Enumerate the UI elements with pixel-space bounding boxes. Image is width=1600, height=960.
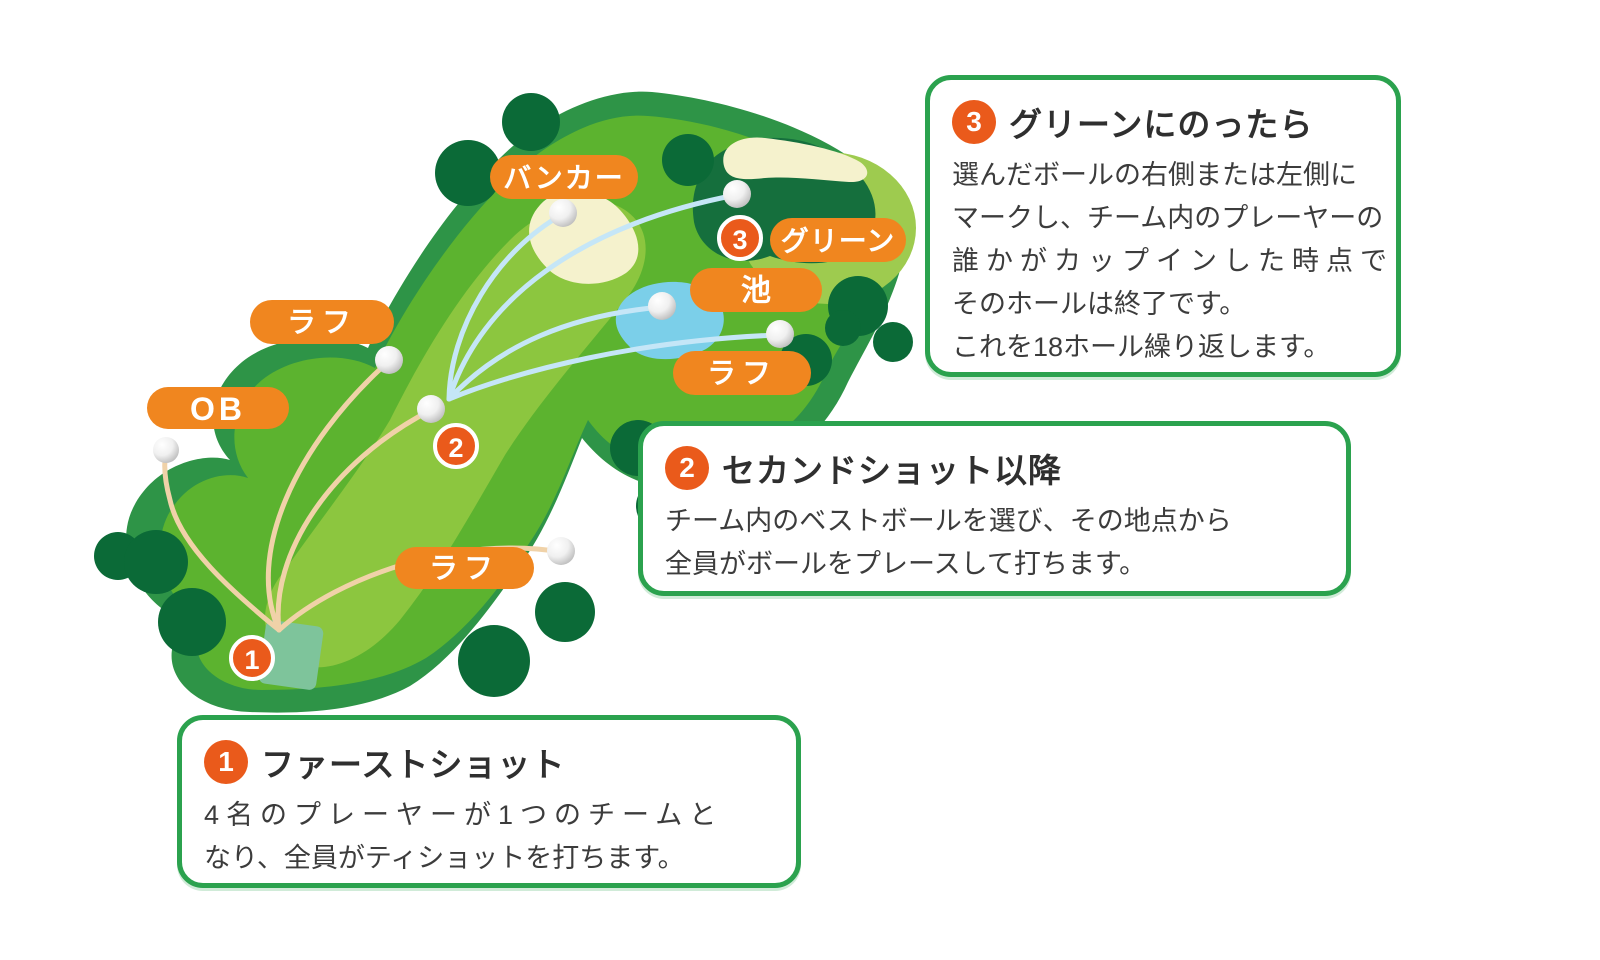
body-line: 選んだボールの右側または左側に xyxy=(952,160,1357,190)
marker-step-2: 2 xyxy=(433,423,479,469)
second-shot-trajectories xyxy=(446,192,782,402)
tree-icon xyxy=(662,134,714,186)
label-green-text: グリーン xyxy=(781,226,896,257)
tee-box xyxy=(258,620,324,690)
tree-icon xyxy=(502,93,560,151)
info-box-step-1: 1 ファーストショット 4名のプレーヤーが1つのチームと なり、全員がティショッ… xyxy=(177,715,801,888)
info-box-3-header: 3 グリーンにのったら xyxy=(952,98,1374,146)
info-box-2-body: チーム内のベストボールを選び、その地点から 全員がボールをプレースして打ちます。 xyxy=(665,500,1324,586)
info-box-2-title: セカンドショット以降 xyxy=(722,452,1062,489)
body-line: 誰かがカップインした時点で xyxy=(952,246,1394,276)
marker-step-3: 3 xyxy=(717,215,763,261)
shot-line-pond xyxy=(446,304,665,402)
label-rough-left: ラフ xyxy=(250,300,394,344)
shot-line-rough-right xyxy=(446,332,782,402)
marker-step-3-number: 3 xyxy=(732,225,747,255)
step-1-badge: 1 xyxy=(204,740,248,784)
ball-rough-left xyxy=(375,346,403,374)
info-box-1-header: 1 ファーストショット xyxy=(204,738,774,786)
label-rough-bottom: ラフ xyxy=(395,547,534,589)
ball-ob xyxy=(153,437,179,463)
info-box-1-body: 4名のプレーヤーが1つのチームと なり、全員がティショットを打ちます。 xyxy=(204,794,774,880)
shot-line-rough-left xyxy=(265,358,392,633)
label-green: グリーン xyxy=(770,218,906,262)
golf-balls xyxy=(153,180,794,565)
label-pond-text: 池 xyxy=(741,275,771,308)
label-rough-bottom-text: ラフ xyxy=(429,553,499,585)
tree-icon xyxy=(458,625,530,697)
tree-icon xyxy=(535,582,595,642)
ball-rough-bottom xyxy=(547,537,575,565)
step-3-badge: 3 xyxy=(952,100,996,144)
tree-icon xyxy=(825,310,861,346)
trees xyxy=(94,93,913,697)
ball-pond xyxy=(648,292,676,320)
marker-step-1-number: 1 xyxy=(244,645,259,675)
ball-green xyxy=(723,180,751,208)
ball-point2 xyxy=(417,395,445,423)
info-box-2-header: 2 セカンドショット以降 xyxy=(665,444,1324,492)
label-rough-left-text: ラフ xyxy=(287,307,357,339)
tree-icon xyxy=(158,588,226,656)
label-bunker-text: バンカー xyxy=(503,163,624,194)
label-bunker: バンカー xyxy=(490,155,638,199)
label-ob: OB xyxy=(147,387,289,429)
bunker-top xyxy=(723,137,868,183)
shot-line-green xyxy=(446,192,739,402)
body-line: 全員がボールをプレースして打ちます。 xyxy=(665,549,1147,579)
shot-line-ob xyxy=(162,449,282,633)
info-box-1-title: ファーストショット xyxy=(261,746,566,783)
info-box-3-body: 選んだボールの右側または左側に マークし、チーム内のプレーヤーの 誰かがカップイ… xyxy=(952,154,1394,369)
info-box-3-title: グリーンにのったら xyxy=(1009,106,1314,143)
tree-icon xyxy=(873,322,913,362)
label-rough-right: ラフ xyxy=(673,351,811,395)
ball-bunker xyxy=(549,199,577,227)
body-line: そのホールは終了です。 xyxy=(952,289,1247,319)
body-line: これを18ホール繰り返します。 xyxy=(952,332,1331,362)
info-box-step-2: 2 セカンドショット以降 チーム内のベストボールを選び、その地点から 全員がボー… xyxy=(638,421,1351,596)
tree-icon xyxy=(435,140,501,206)
body-line: チーム内のベストボールを選び、その地点から xyxy=(665,506,1232,536)
tree-icon xyxy=(124,530,188,594)
course-labels: バンカー グリーン 池 ラフ ラフ OB ラフ xyxy=(147,155,906,589)
body-line: マークし、チーム内のプレーヤーの xyxy=(952,203,1384,233)
info-box-step-3: 3 グリーンにのったら 選んだボールの右側または左側に マークし、チーム内のプレ… xyxy=(925,75,1401,377)
label-ob-text: OB xyxy=(190,391,246,427)
shot-line-point2 xyxy=(275,407,434,633)
body-line: 4名のプレーヤーが1つのチームと xyxy=(204,800,724,830)
course-step-markers: 1 2 3 xyxy=(229,215,763,681)
step-2-badge: 2 xyxy=(665,446,709,490)
shot-line-bunker xyxy=(446,211,566,402)
marker-step-1: 1 xyxy=(229,635,275,681)
marker-step-2-number: 2 xyxy=(448,433,463,463)
label-rough-right-text: ラフ xyxy=(707,358,777,390)
ball-rough-right xyxy=(766,320,794,348)
body-line: なり、全員がティショットを打ちます。 xyxy=(204,843,685,873)
label-pond: 池 xyxy=(690,268,822,312)
